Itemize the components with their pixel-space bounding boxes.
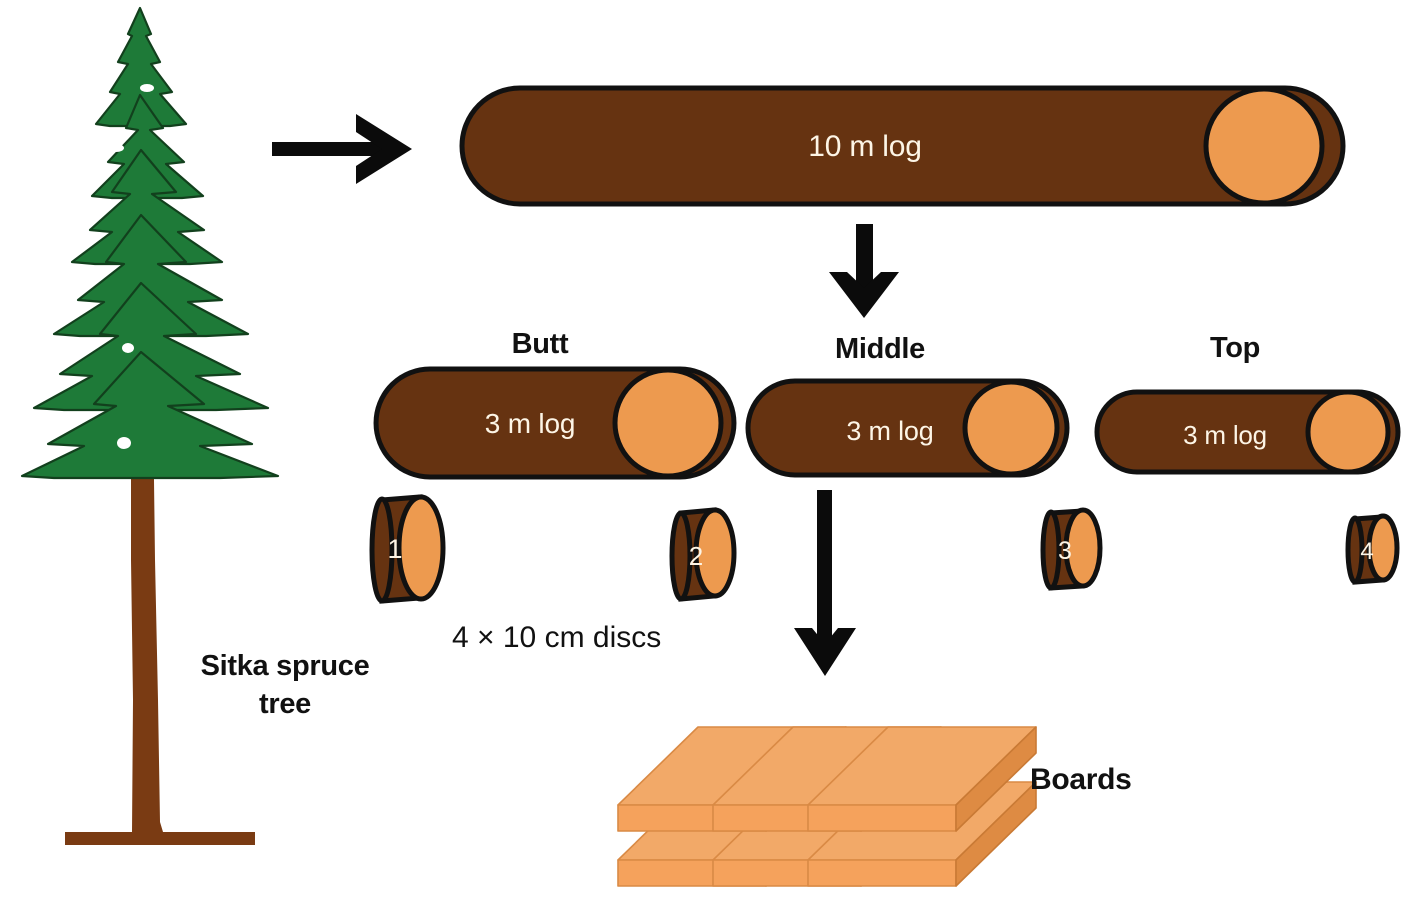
disc-4-graphic — [1345, 513, 1400, 585]
middle-log-graphic — [745, 378, 1070, 478]
top-log-label: 3 m log — [1183, 420, 1267, 450]
top-log-graphic — [1094, 389, 1401, 475]
discs-caption: 4 × 10 cm discs — [452, 621, 662, 654]
whole-log-label: 10 m log — [808, 130, 922, 163]
section-label-middle: Middle — [834, 333, 926, 365]
disc-3-graphic — [1040, 507, 1103, 591]
butt-log-graphic — [373, 366, 737, 480]
section-label-top: Top — [1209, 332, 1261, 364]
sitka-spruce-tree-graphic — [20, 6, 280, 845]
section-label-butt: Butt — [511, 328, 569, 360]
tree-label-line1: Sitka spruce — [200, 650, 370, 682]
whole-log-graphic — [459, 85, 1346, 207]
disc-1-number: 1 — [387, 534, 403, 564]
butt-log-label: 3 m log — [484, 408, 576, 439]
arrow-tree-to-log — [272, 114, 412, 184]
disc-2-graphic — [669, 507, 737, 602]
tree-foliage — [20, 6, 280, 480]
middle-log-label: 3 m log — [846, 416, 934, 446]
arrow-log-to-sections — [829, 224, 899, 318]
disc-4-number: 4 — [1360, 538, 1374, 565]
disc-3-number: 3 — [1058, 537, 1072, 565]
boards-graphic — [617, 726, 1037, 887]
tree-label-line2: tree — [259, 688, 311, 720]
boards-label: Boards — [1030, 763, 1132, 796]
disc-1-graphic — [369, 494, 446, 604]
tree-foliage-gaps — [108, 84, 154, 449]
disc-2-number: 2 — [688, 541, 704, 571]
arrow-sections-to-boards — [794, 490, 856, 676]
